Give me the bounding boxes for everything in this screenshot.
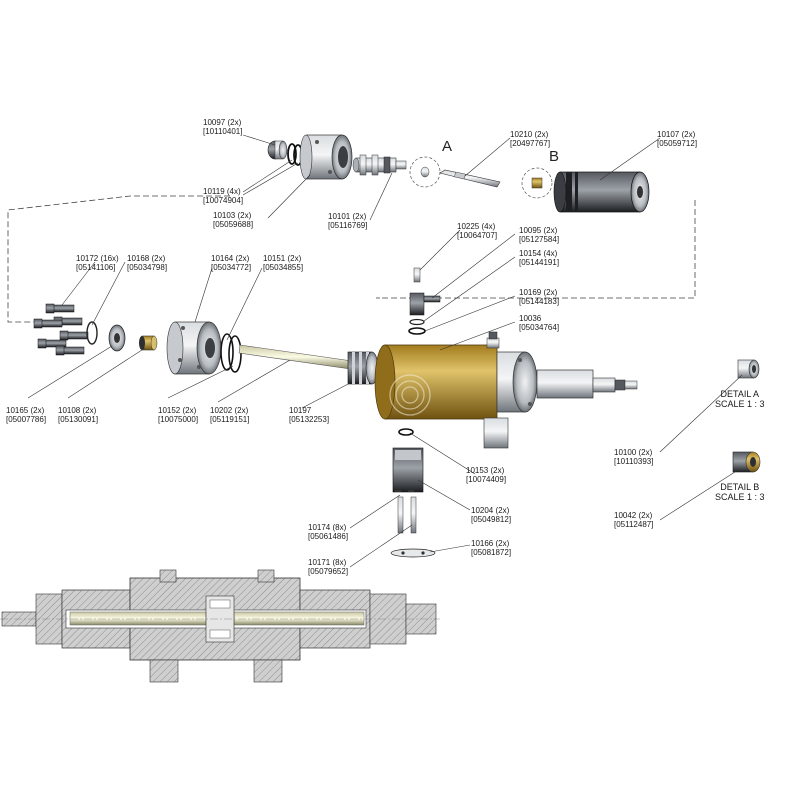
part-10169-ring [408, 327, 426, 335]
assembly-path-dashed [7, 195, 696, 323]
callout-10197: 10197[05132253] [289, 406, 330, 424]
part-10154-washer [409, 318, 425, 326]
part-10107-cylinder [553, 171, 650, 213]
detail-a-callout-circle [409, 156, 441, 188]
callout-10100: 10100 (2x)[10110393] [614, 448, 654, 466]
callout-10164: 10164 (2x)[05034772] [211, 254, 252, 272]
callout-10225: 10225 (4x)[10064707] [457, 222, 498, 240]
callout-10172: 10172 (16x)[05141106] [76, 254, 119, 272]
detail-b-marker: B [549, 148, 560, 165]
callout-10103: 10103 (2x)[05059688] [213, 211, 254, 229]
detail-b-callout-circle [521, 167, 553, 199]
leader-lines [27, 134, 743, 568]
callout-10154: 10154 (4x)[05144191] [519, 249, 560, 267]
callout-10095: 10095 (2x)[05127584] [519, 226, 560, 244]
callout-10210: 10210 (2x)[20497767] [510, 130, 551, 148]
callout-10107: 10107 (2x)[05059712] [657, 130, 698, 148]
detail-b-view [732, 451, 761, 473]
callout-10165: 10165 (2x)[05007786] [6, 406, 47, 424]
part-10168-ring [86, 321, 98, 345]
part-10225-screw [413, 267, 421, 283]
cross-section-view [0, 569, 440, 683]
callout-10168: 10168 (2x)[05034798] [127, 254, 168, 272]
detail-a-view [737, 359, 760, 379]
part-10036-main-body [374, 331, 638, 449]
part-10202-rod [238, 344, 353, 370]
callout-10036: 10036[05034764] [519, 314, 560, 332]
callout-10119: 10119 (4x)[10074904] [203, 187, 244, 205]
callout-10204: 10204 (2x)[05049812] [471, 506, 512, 524]
part-10166-plate [390, 548, 436, 558]
detail-a-marker: A [442, 138, 453, 155]
callout-10108: 10108 (2x)[05130091] [58, 406, 99, 424]
part-10108-nut [139, 335, 158, 351]
part-10097-end-cap [267, 140, 288, 160]
callout-10174: 10174 (8x)[05061486] [308, 523, 349, 541]
part-10153-seal [398, 428, 414, 436]
part-10095-valve [409, 292, 441, 316]
part-10204-block [392, 447, 424, 493]
part-10210-rod [439, 169, 501, 188]
callout-10202: 10202 (2x)[05119151] [210, 406, 250, 424]
callout-10153: 10153 (2x)[10074409] [466, 466, 507, 484]
callout-10042: 10042 (2x)[05112487] [614, 511, 654, 529]
part-10172-bolts [33, 303, 89, 356]
part-10164-flange [166, 321, 222, 375]
part-10103-flange [299, 134, 353, 180]
callout-10151: 10151 (2x)[05034855] [263, 254, 304, 272]
part-10151-10152-rings [220, 333, 242, 373]
part-10165-washer [108, 324, 126, 352]
callout-10097: 10097 (2x)[10110401] [203, 118, 243, 136]
callout-10171: 10171 (8x)[05079652] [308, 558, 349, 576]
part-10197-piston [347, 351, 379, 385]
part-10101-fitting [352, 154, 407, 176]
part-10171-clips [395, 490, 414, 492]
part-10174-pins [397, 496, 417, 534]
callout-10166: 10166 (2x)[05081872] [471, 539, 512, 557]
callout-10152: 10152 (2x)[10075000] [158, 406, 199, 424]
callout-10101: 10101 (2x)[05116769] [328, 212, 368, 230]
callout-10169: 10169 (2x)[05144183] [519, 288, 560, 306]
